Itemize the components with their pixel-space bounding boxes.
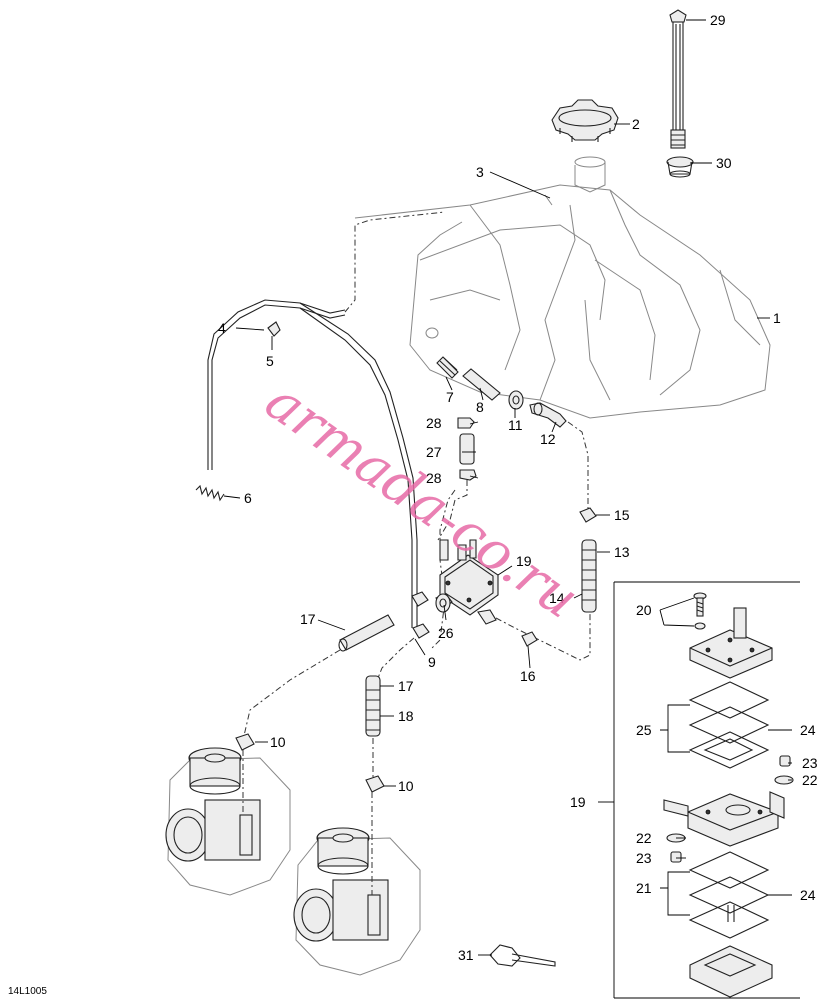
grommet-fitting[interactable] <box>508 390 524 410</box>
callout-19-pump: 19 <box>516 553 532 569</box>
callout-16: 16 <box>520 668 536 684</box>
callout-17-left: 17 <box>300 611 316 627</box>
callout-3: 3 <box>476 164 484 180</box>
callout-1: 1 <box>773 310 781 326</box>
callout-10-left: 10 <box>270 734 286 750</box>
valve-kit-upper[interactable] <box>774 755 794 785</box>
callout-24-upper: 24 <box>800 722 816 738</box>
pump-hose-short[interactable] <box>457 417 477 481</box>
callout-21: 21 <box>636 880 652 896</box>
tank-cap[interactable] <box>551 99 619 142</box>
callout-8: 8 <box>476 399 484 415</box>
hose-clip[interactable] <box>267 321 281 337</box>
callout-26: 26 <box>438 625 454 641</box>
fuel-hose-left[interactable] <box>338 614 395 652</box>
clamp-15[interactable] <box>579 507 597 523</box>
callout-4: 4 <box>218 320 226 336</box>
callout-23-upper: 23 <box>802 755 818 771</box>
callout-18: 18 <box>398 708 414 724</box>
drawing-code: 14L1005 <box>8 986 47 997</box>
callout-24-lower: 24 <box>800 887 816 903</box>
pump-cover-top[interactable] <box>689 607 773 679</box>
fuel-tank[interactable] <box>354 156 771 419</box>
callout-10-right: 10 <box>398 778 414 794</box>
callout-22-lower: 22 <box>636 830 652 846</box>
clamp-10-right[interactable] <box>365 775 385 793</box>
callout-12: 12 <box>540 431 556 447</box>
callout-28-upper: 28 <box>426 415 442 431</box>
callout-6: 6 <box>244 490 252 506</box>
callout-5: 5 <box>266 353 274 369</box>
pump-screw[interactable] <box>693 592 707 630</box>
callout-19-kit: 19 <box>570 794 586 810</box>
fuel-hose-center[interactable] <box>365 675 381 737</box>
hose-clip-lower[interactable] <box>521 631 538 647</box>
callout-15: 15 <box>614 507 630 523</box>
carburetor-right[interactable] <box>293 792 421 976</box>
clamp-10-left[interactable] <box>235 733 255 751</box>
grommet[interactable] <box>666 156 694 178</box>
spring[interactable] <box>195 484 225 502</box>
callout-20: 20 <box>636 602 652 618</box>
callout-31: 31 <box>458 947 474 963</box>
callout-13: 13 <box>614 544 630 560</box>
callout-labels: 1 2 3 4 5 6 7 8 9 10 10 11 12 13 14 15 1… <box>218 12 818 963</box>
callout-14: 14 <box>549 590 565 606</box>
diaphragm-kit-upper[interactable] <box>688 681 770 769</box>
protector-sleeve[interactable] <box>581 539 597 613</box>
fuel-pump[interactable] <box>439 539 499 625</box>
callout-2: 2 <box>632 116 640 132</box>
callout-7: 7 <box>446 389 454 405</box>
callout-30: 30 <box>716 155 732 171</box>
fuel-filter-strainer[interactable] <box>436 356 459 379</box>
callout-28-lower: 28 <box>426 470 442 486</box>
callout-17-center: 17 <box>398 678 414 694</box>
callout-9: 9 <box>428 654 436 670</box>
carburetor-left[interactable] <box>165 747 291 896</box>
vent-hose[interactable] <box>207 211 446 628</box>
callout-29: 29 <box>710 12 726 28</box>
callout-25: 25 <box>636 722 652 738</box>
pump-body[interactable] <box>663 791 785 847</box>
callout-22-upper: 22 <box>802 772 818 788</box>
tie-strap[interactable] <box>489 944 556 967</box>
callout-23-lower: 23 <box>636 850 652 866</box>
connector-hose[interactable] <box>462 368 501 401</box>
pump-grommet[interactable] <box>435 593 451 613</box>
leader-lines <box>223 19 792 956</box>
diaphragm-kit-lower[interactable] <box>688 851 770 939</box>
callout-27: 27 <box>426 444 442 460</box>
callout-11: 11 <box>508 417 523 433</box>
fuel-gauge-rod[interactable] <box>669 9 687 149</box>
pump-cover-bottom[interactable] <box>689 945 773 998</box>
pump-kit-bracket <box>613 581 800 999</box>
outlet-fitting[interactable] <box>529 402 567 428</box>
hose-clamp[interactable] <box>411 591 430 639</box>
